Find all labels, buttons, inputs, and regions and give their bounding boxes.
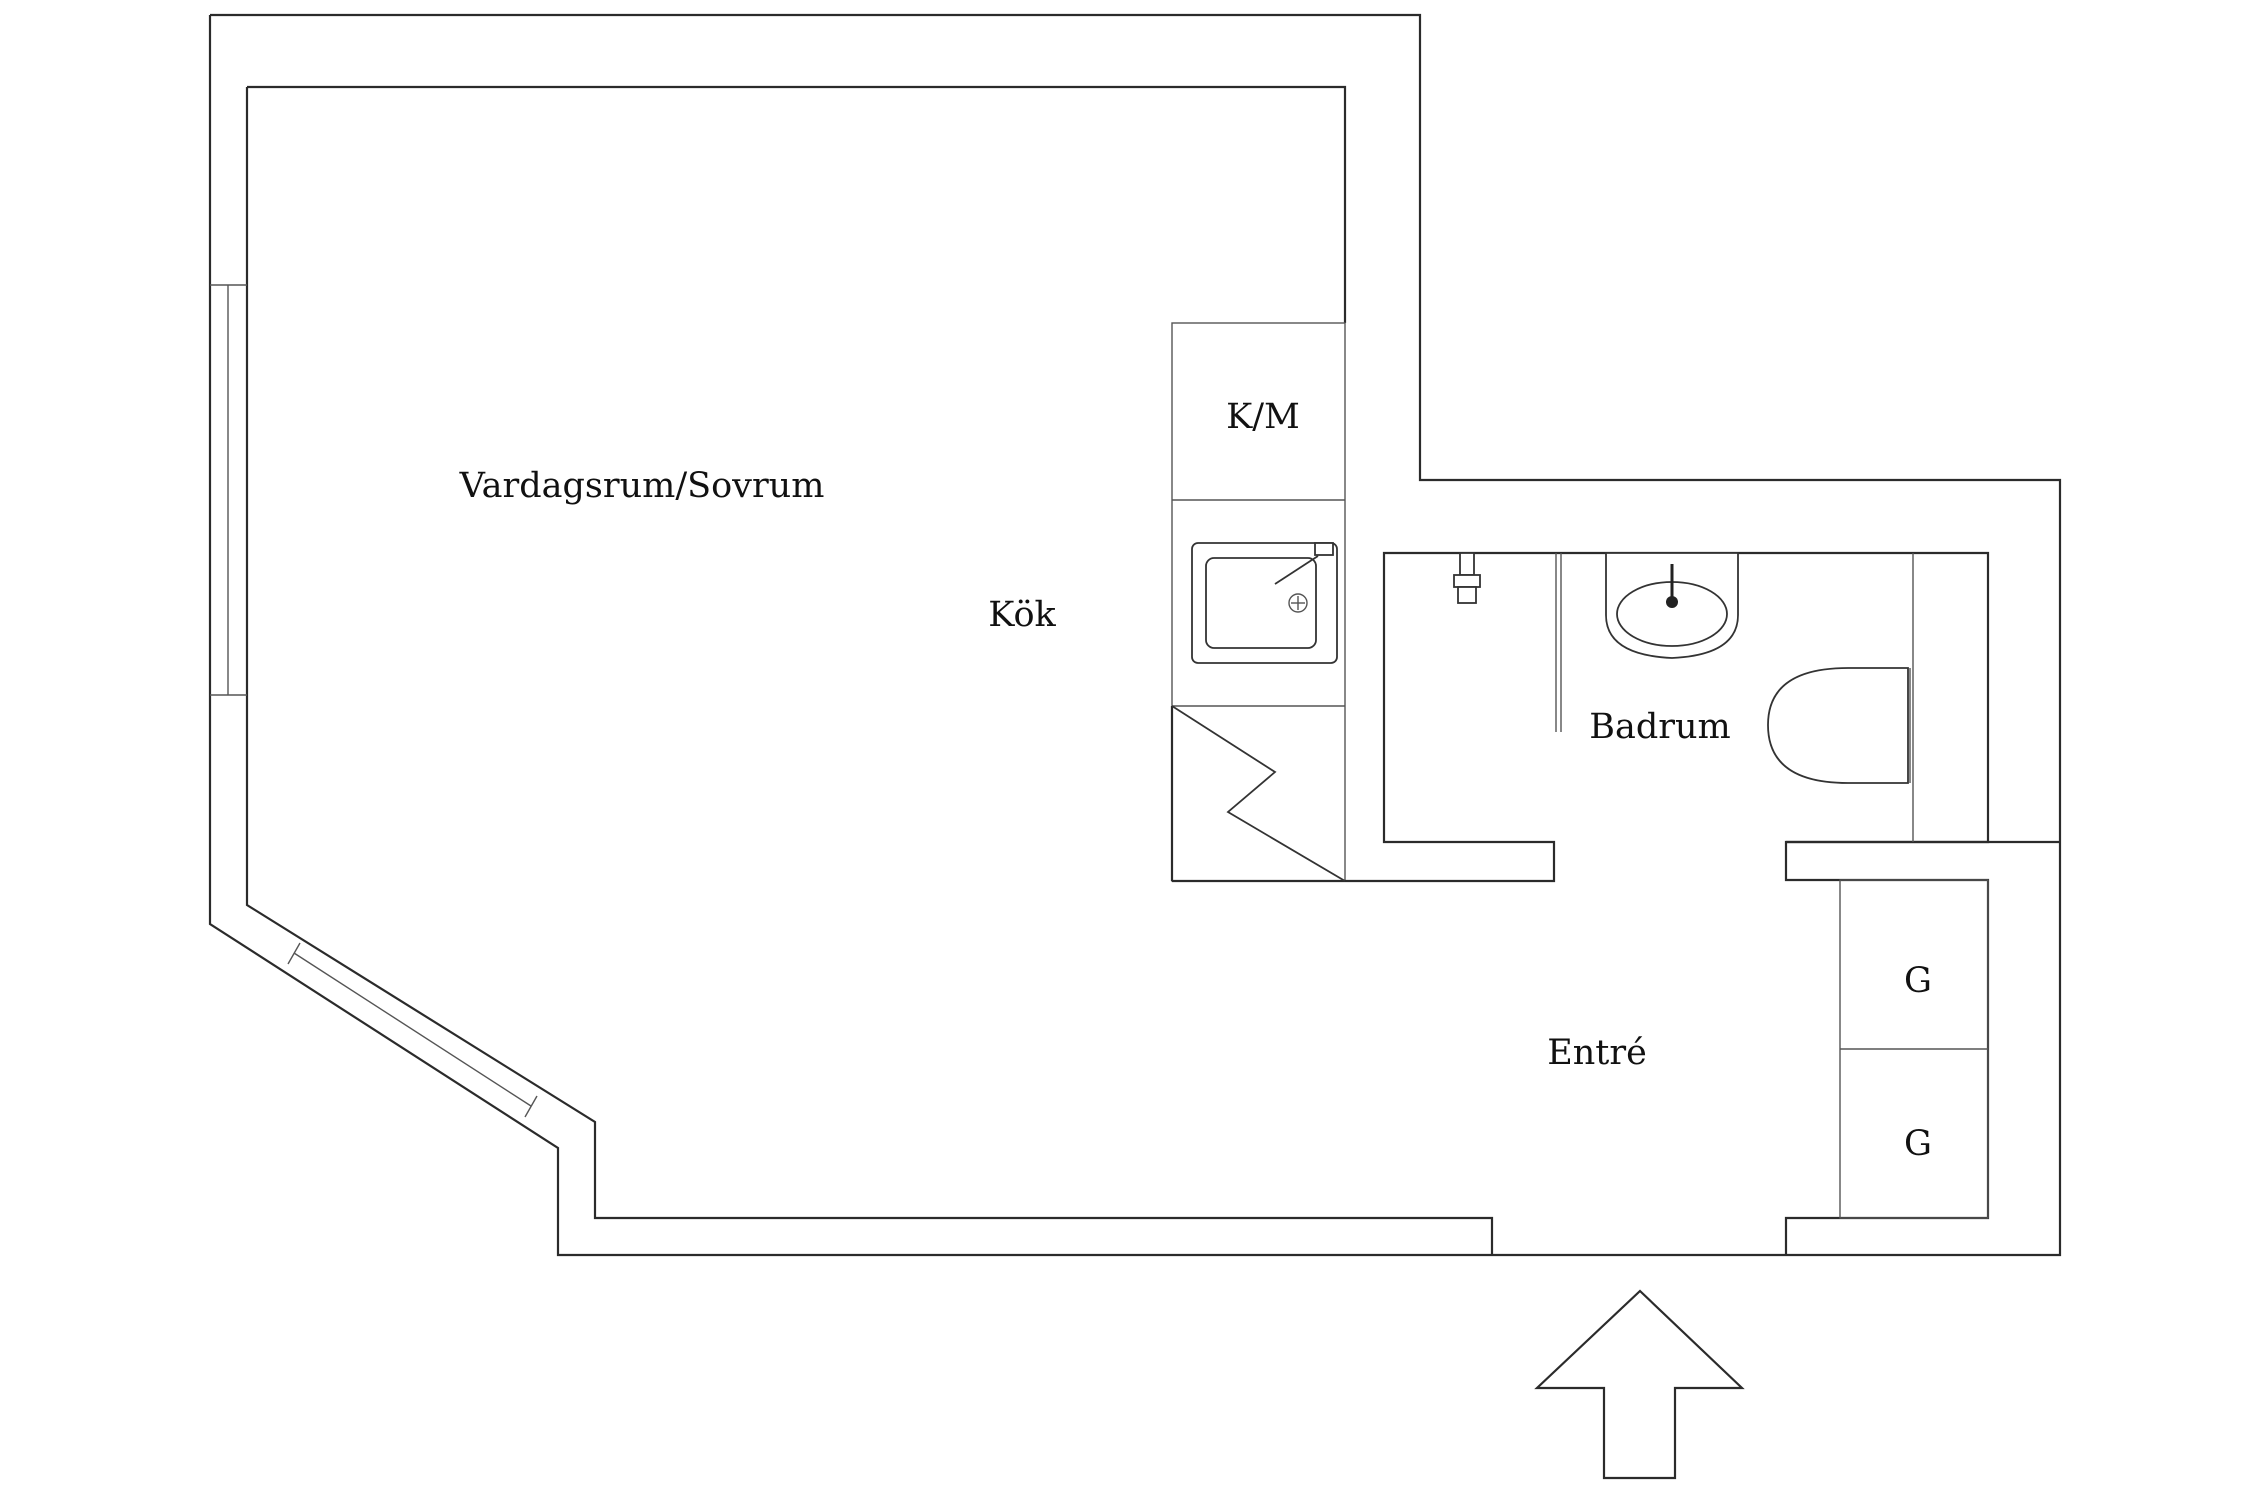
entrance-arrow-icon	[1534, 1289, 1745, 1480]
washbasin-icon	[1605, 552, 1739, 659]
wardrobes	[1839, 879, 1989, 1219]
bathroom-walls	[1345, 551, 1990, 883]
exterior-walls	[208, 13, 2062, 1257]
kitchen-counter	[1170, 322, 1346, 883]
room-label-entrance: Entré	[1547, 1033, 1647, 1073]
shower-icon	[1453, 552, 1481, 604]
fixture-label-wardrobe-2: G	[1904, 1124, 1932, 1164]
room-label-bathroom: Badrum	[1589, 707, 1731, 747]
window-west	[210, 284, 247, 696]
fixture-label-fridge-freezer: K/M	[1226, 397, 1300, 437]
kitchen-sink-icon	[1191, 542, 1338, 664]
fixture-label-wardrobe-1: G	[1904, 961, 1932, 1001]
window-diagonal	[287, 942, 538, 1118]
stove-icon	[1171, 705, 1346, 882]
room-label-kitchen: Kök	[988, 595, 1056, 635]
toilet-icon	[1767, 667, 1911, 784]
room-label-living: Vardagsrum/Sovrum	[459, 466, 825, 506]
